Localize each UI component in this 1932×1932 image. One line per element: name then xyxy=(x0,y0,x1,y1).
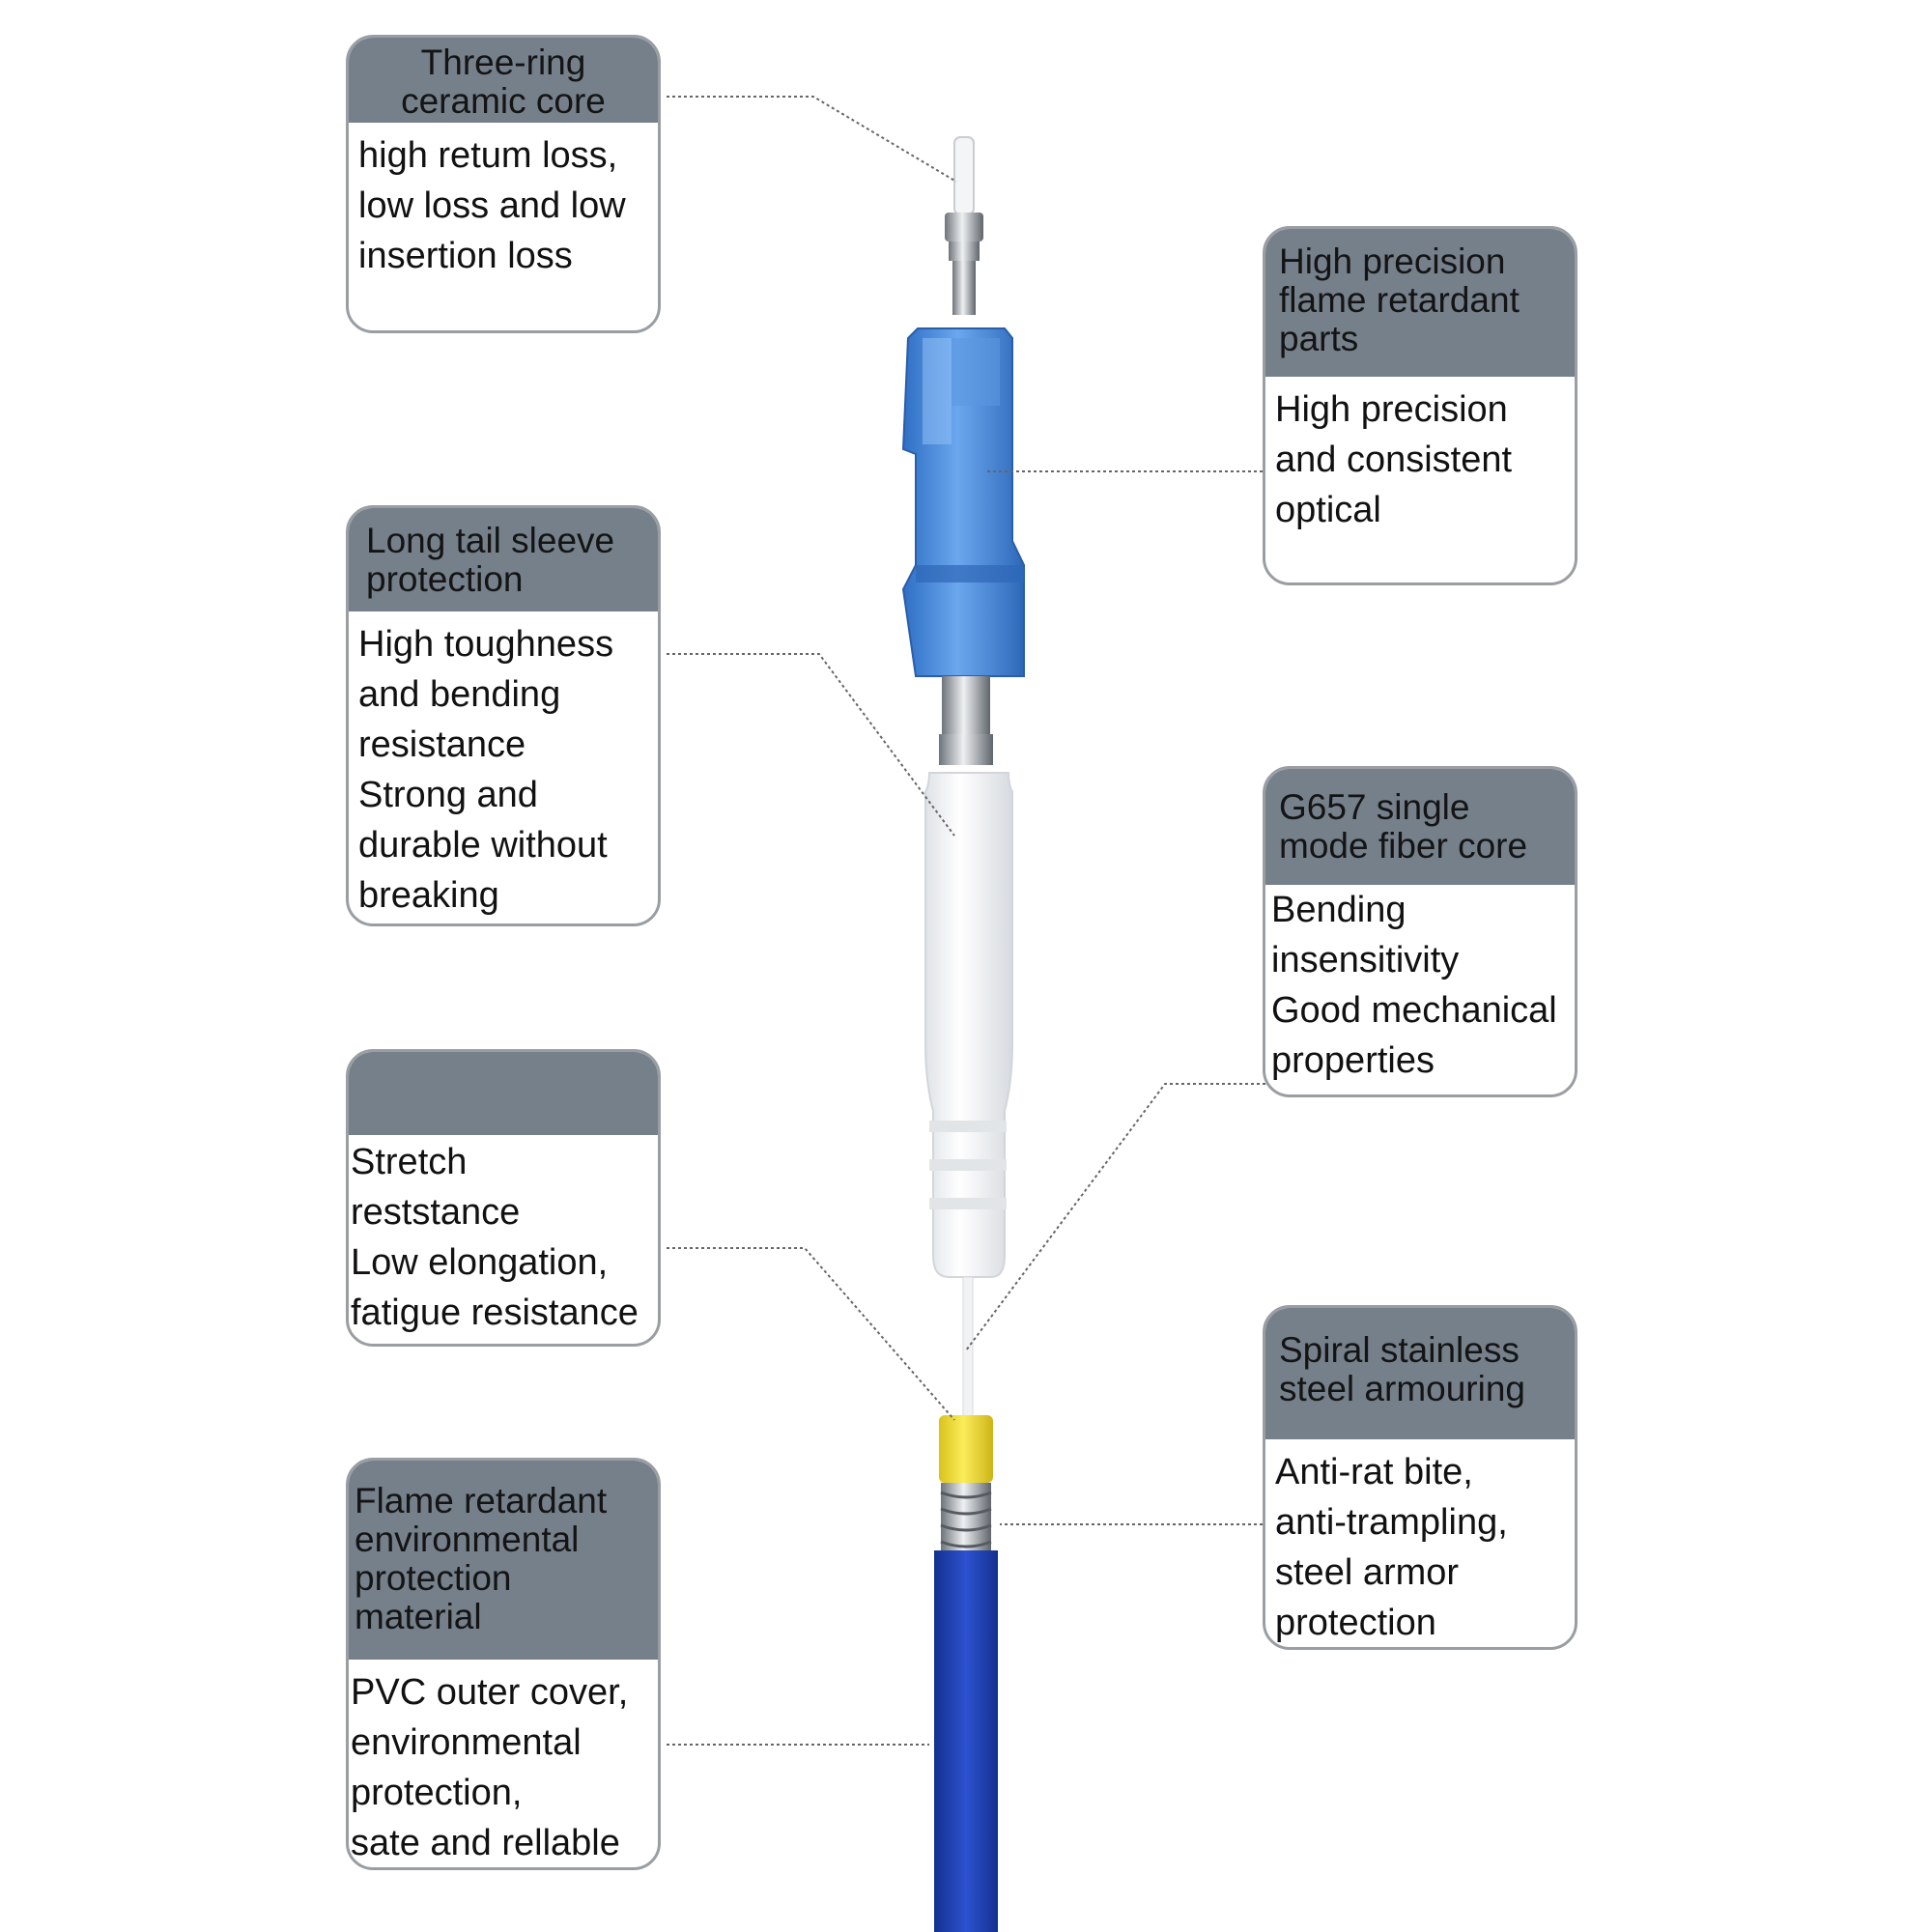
callout-tail-sleeve: Long tail sleeve protection High toughne… xyxy=(346,505,661,926)
callout-flame-parts: High precision flame retardant parts Hig… xyxy=(1263,226,1577,585)
callout-armouring-title: Spiral stainless steel armouring xyxy=(1265,1308,1575,1439)
callout-tail-sleeve-text: High toughness and bending resistance St… xyxy=(358,624,614,916)
lc-connector-housing xyxy=(901,327,1025,677)
leader-line-stretch xyxy=(667,1247,955,1421)
blue-cable-jacket xyxy=(934,1550,998,1932)
callout-ceramic-core-title: Three-ring ceramic core xyxy=(349,38,658,123)
tail-boot xyxy=(924,772,1013,1278)
callout-pvc-material: Flame retardant environmental protection… xyxy=(346,1458,661,1870)
callout-pvc-material-title: Flame retardant environmental protection… xyxy=(349,1461,658,1660)
callout-stretch: Stretch reststance Low elongation, fatig… xyxy=(346,1049,661,1347)
callout-fiber-core-text: Bending insensitivity Good mechanical pr… xyxy=(1271,890,1557,1081)
callout-flame-parts-text: High precision and consistent optical xyxy=(1275,389,1513,530)
yellow-buffer-tube xyxy=(939,1415,993,1483)
callout-ceramic-core: Three-ring ceramic core high retum loss,… xyxy=(346,35,661,333)
spiral-steel-armour xyxy=(940,1483,992,1550)
callout-armouring-text: Anti-rat bite, anti-trampling, steel arm… xyxy=(1275,1452,1508,1643)
callout-ceramic-core-text: high retum loss, low loss and low insert… xyxy=(358,135,626,276)
callout-tail-sleeve-title: Long tail sleeve protection xyxy=(349,508,658,611)
callout-armouring: Spiral stainless steel armouring Anti-ra… xyxy=(1263,1305,1577,1650)
leader-line-fiber-core xyxy=(965,1083,1265,1351)
leader-line-tail-sleeve xyxy=(667,653,955,837)
callout-fiber-core: G657 single mode fiber core Bending inse… xyxy=(1263,766,1577,1097)
callout-fiber-core-title: G657 single mode fiber core xyxy=(1265,769,1575,885)
callout-pvc-material-text: PVC outer cover, environmental protectio… xyxy=(351,1672,629,1863)
callout-stretch-title xyxy=(349,1052,658,1135)
callout-stretch-text: Stretch reststance Low elongation, fatig… xyxy=(351,1142,639,1333)
leader-lines xyxy=(667,96,1265,1746)
ceramic-ferrule xyxy=(945,136,983,315)
callout-flame-parts-title: High precision flame retardant parts xyxy=(1265,229,1575,377)
leader-line-ceramic-core xyxy=(667,96,957,183)
metal-crimp-sleeve xyxy=(939,676,993,765)
